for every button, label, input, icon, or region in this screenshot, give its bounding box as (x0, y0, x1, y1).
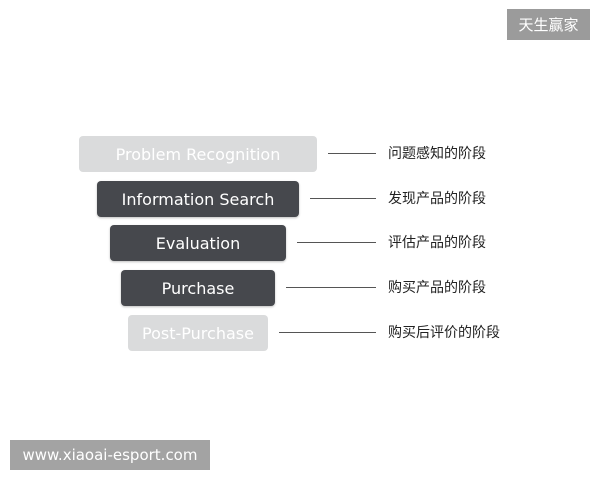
stage-bar-post-purchase: Post-Purchase (128, 315, 268, 351)
connector-line (328, 153, 376, 154)
stage-bar-evaluation: Evaluation (110, 225, 286, 261)
watermark-top: 天生赢家 (507, 9, 590, 40)
connector-line (297, 242, 376, 243)
stage-label: Purchase (161, 278, 235, 298)
stage-label: Problem Recognition (115, 144, 281, 164)
connector-line (310, 198, 376, 199)
stage-description: 购买产品的阶段 (388, 280, 486, 296)
stage-label: Post-Purchase (142, 323, 254, 343)
stage-description: 购买后评价的阶段 (388, 325, 500, 341)
stage-bar-purchase: Purchase (121, 270, 275, 306)
stage-description: 发现产品的阶段 (388, 191, 486, 207)
stage-bar-information-search: Information Search (97, 181, 299, 217)
stage-label: Information Search (121, 189, 275, 209)
stage-label: Evaluation (155, 233, 241, 253)
watermark-bottom: www.xiaoai-esport.com (10, 440, 210, 470)
connector-line (279, 332, 376, 333)
stage-description: 问题感知的阶段 (388, 146, 486, 162)
stage-bar-problem-recognition: Problem Recognition (79, 136, 317, 172)
connector-line (286, 287, 376, 288)
stage-description: 评估产品的阶段 (388, 235, 486, 251)
